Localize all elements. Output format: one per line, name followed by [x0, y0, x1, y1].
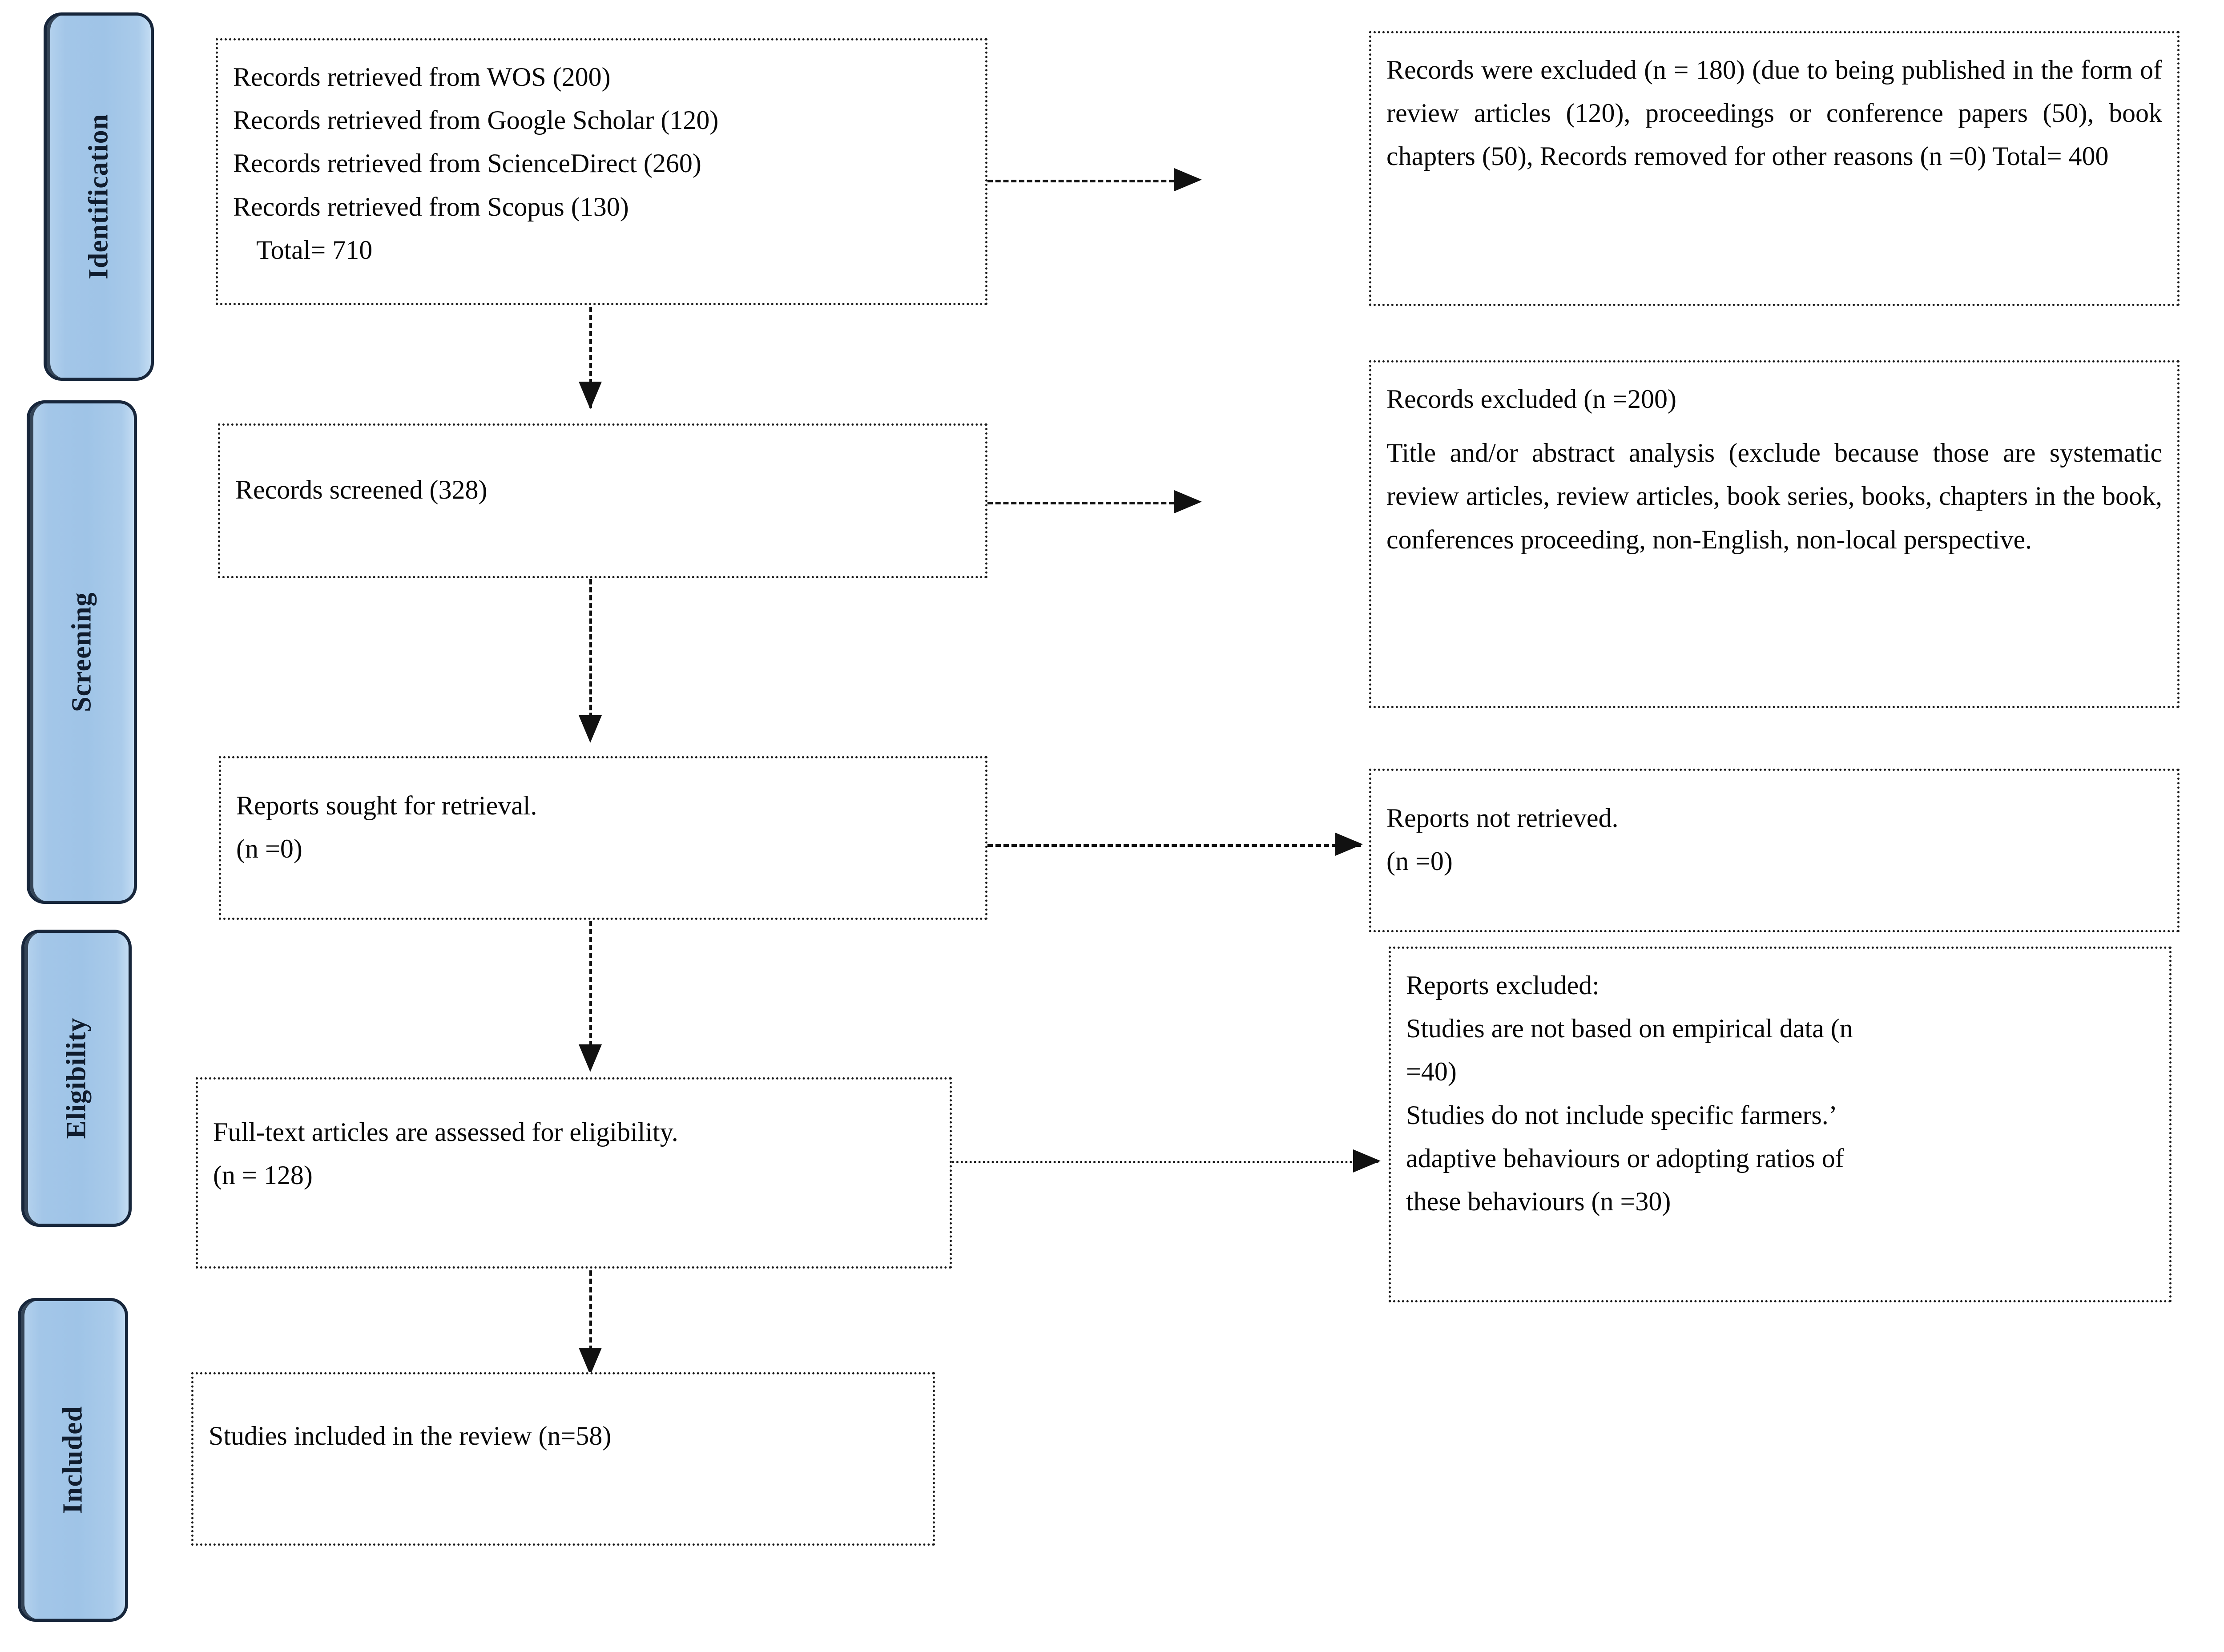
record-line-total: Total= 710 — [256, 235, 373, 265]
record-line-sciencedirect: Records retrieved from ScienceDirect (26… — [233, 149, 701, 178]
reports-excluded-reason-2a: Studies do not include specific farmers.… — [1406, 1100, 1837, 1130]
stage-label-identification: Identification — [83, 113, 114, 280]
arrow-down-to-records-screened — [579, 382, 602, 409]
connector-fulltext-to-reports-excluded — [952, 1161, 1379, 1163]
connector-sought-to-not-retrieved — [987, 844, 1361, 847]
record-line-google-scholar: Records retrieved from Google Scholar (1… — [233, 105, 719, 135]
records-screened-text: Records screened (328) — [235, 441, 970, 512]
connector-screened-to-reports-sought — [589, 579, 592, 726]
reports-sought-count: (n =0) — [236, 834, 302, 864]
connector-fulltext-to-included — [589, 1270, 592, 1359]
identification-excluded-text: Records were excluded (n = 180) (due to … — [1386, 55, 2162, 171]
reports-not-retrieved-count: (n =0) — [1386, 846, 1453, 876]
arrow-right-fulltext-reports-excluded — [1353, 1149, 1381, 1173]
stage-bar-eligibility: Eligibility — [21, 930, 132, 1227]
box-studies-included: Studies included in the review (n=58) — [191, 1372, 935, 1546]
box-reports-not-retrieved: Reports not retrieved. (n =0) — [1369, 769, 2180, 932]
records-excluded-detail: Title and/or abstract analysis (exclude … — [1386, 438, 2162, 554]
reports-sought-text: Reports sought for retrieval. (n =0) — [236, 774, 970, 870]
arrow-right-screened-excluded — [1174, 490, 1202, 513]
reports-not-retrieved-line: Reports not retrieved. — [1386, 803, 1619, 833]
fulltext-assessed-count: (n = 128) — [213, 1160, 313, 1190]
reports-sought-line: Reports sought for retrieval. — [236, 791, 537, 820]
box-identification-excluded: Records were excluded (n = 180) (due to … — [1369, 31, 2180, 306]
studies-included-line: Studies included in the review (n=58) — [209, 1421, 612, 1451]
connector-identification-to-screened — [589, 307, 592, 408]
stage-bar-included: Included — [18, 1298, 128, 1622]
records-excluded-count-line: Records excluded (n =200) — [1386, 384, 1676, 414]
record-line-scopus: Records retrieved from Scopus (130) — [233, 192, 629, 222]
arrow-down-to-studies-included — [579, 1348, 602, 1375]
reports-excluded-reason-2c: these behaviours (n =30) — [1406, 1186, 1671, 1216]
fulltext-assessed-line: Full-text articles are assessed for elig… — [213, 1117, 678, 1147]
connector-screened-to-excluded — [987, 502, 1174, 504]
records-excluded-count: Records excluded (n =200) — [1386, 378, 2162, 421]
reports-not-retrieved-text: Reports not retrieved. (n =0) — [1386, 786, 2162, 883]
stage-bar-identification: Identification — [44, 12, 154, 381]
identification-records-text: Records retrieved from WOS (200) Records… — [233, 56, 970, 272]
record-line-wos: Records retrieved from WOS (200) — [233, 62, 611, 92]
arrow-right-identification-excluded — [1174, 168, 1202, 191]
box-records-screened: Records screened (328) — [218, 423, 987, 578]
arrow-down-to-fulltext — [579, 1044, 602, 1072]
reports-excluded-heading: Reports excluded: — [1406, 971, 1600, 1000]
reports-excluded-text: Reports excluded: Studies are not based … — [1406, 964, 2154, 1223]
fulltext-assessed-text: Full-text articles are assessed for elig… — [213, 1095, 935, 1197]
reports-excluded-reason-1a: Studies are not based on empirical data … — [1406, 1014, 1853, 1044]
studies-included-text: Studies included in the review (n=58) — [209, 1390, 918, 1458]
stage-label-eligibility: Eligibility — [61, 1017, 92, 1139]
reports-excluded-reason-1b: =40) — [1406, 1057, 1457, 1087]
stage-label-included: Included — [57, 1406, 88, 1514]
stage-label-screening: Screening — [66, 592, 97, 712]
box-reports-excluded: Reports excluded: Studies are not based … — [1389, 947, 2172, 1302]
connector-identification-to-excluded — [987, 180, 1174, 182]
arrow-right-sought-not-retrieved — [1335, 833, 1363, 856]
reports-excluded-reason-2b: adaptive behaviours or adopting ratios o… — [1406, 1143, 1844, 1173]
arrow-down-to-reports-sought — [579, 715, 602, 743]
box-identification-records: Records retrieved from WOS (200) Records… — [216, 38, 987, 305]
box-fulltext-assessed: Full-text articles are assessed for elig… — [196, 1077, 952, 1269]
box-reports-sought: Reports sought for retrieval. (n =0) — [219, 756, 987, 920]
connector-sought-to-fulltext — [589, 921, 592, 1054]
stage-bar-screening: Screening — [27, 400, 137, 904]
box-records-excluded: Records excluded (n =200) Title and/or a… — [1369, 360, 2180, 708]
records-screened-line: Records screened (328) — [235, 475, 488, 504]
